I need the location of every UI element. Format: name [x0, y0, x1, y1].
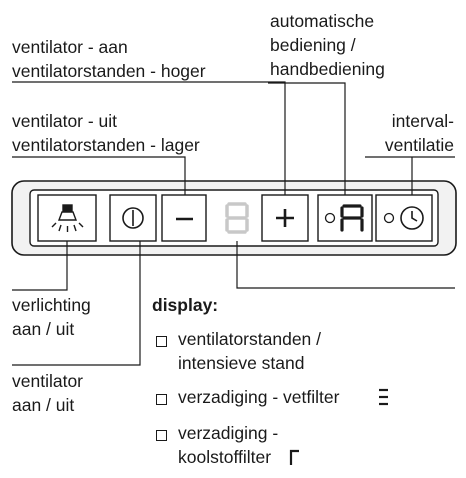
auto-mode-letter — [340, 204, 364, 232]
auto-indicator-led — [324, 212, 336, 224]
fan-off-label-line2: ventilatorstanden - lager — [12, 135, 200, 155]
fan-level-display-digit — [225, 202, 249, 234]
interval-indicator-led — [383, 212, 395, 224]
interval-label-line2: ventilatie — [384, 135, 454, 155]
plus-icon — [276, 209, 294, 227]
auto-label-line1: automatische — [270, 11, 375, 31]
display-item-3-line1: verzadiging - — [178, 423, 279, 443]
power-icon — [122, 207, 144, 229]
interval-label-line1: interval- — [391, 111, 454, 131]
light-label-line2: aan / uit — [12, 319, 75, 339]
fan-on-label-line1: ventilator - aan — [12, 37, 128, 57]
display-item-2-line1: verzadiging - vetfilter — [178, 387, 340, 407]
light-bulb-icon — [51, 204, 84, 232]
display-item-1-line2: intensieve stand — [178, 353, 305, 373]
display-item-box-2 — [156, 394, 167, 405]
auto-label-line3: handbediening — [270, 59, 385, 79]
display-item-1-line1: ventilatorstanden / — [178, 329, 322, 349]
clock-icon — [400, 206, 424, 230]
light-button[interactable] — [37, 194, 97, 242]
light-label-line1: verlichting — [12, 295, 91, 315]
leader-lines — [12, 81, 455, 366]
grease-filter-symbol-icon — [379, 388, 388, 406]
display-item-3-line2: koolstoffilter — [178, 447, 272, 467]
power-label-line2: aan / uit — [12, 395, 75, 415]
display-heading: display: — [152, 295, 219, 315]
fan-on-label-line2: ventilatorstanden - hoger — [12, 61, 206, 81]
fan-off-label-line1: ventilator - uit — [12, 111, 118, 131]
auto-label-line2: bediening / — [270, 35, 356, 55]
carbon-filter-symbol-icon — [289, 449, 299, 465]
display-item-box-3 — [156, 430, 167, 441]
display-item-box-1 — [156, 336, 167, 347]
power-label-line1: ventilator — [12, 371, 84, 391]
